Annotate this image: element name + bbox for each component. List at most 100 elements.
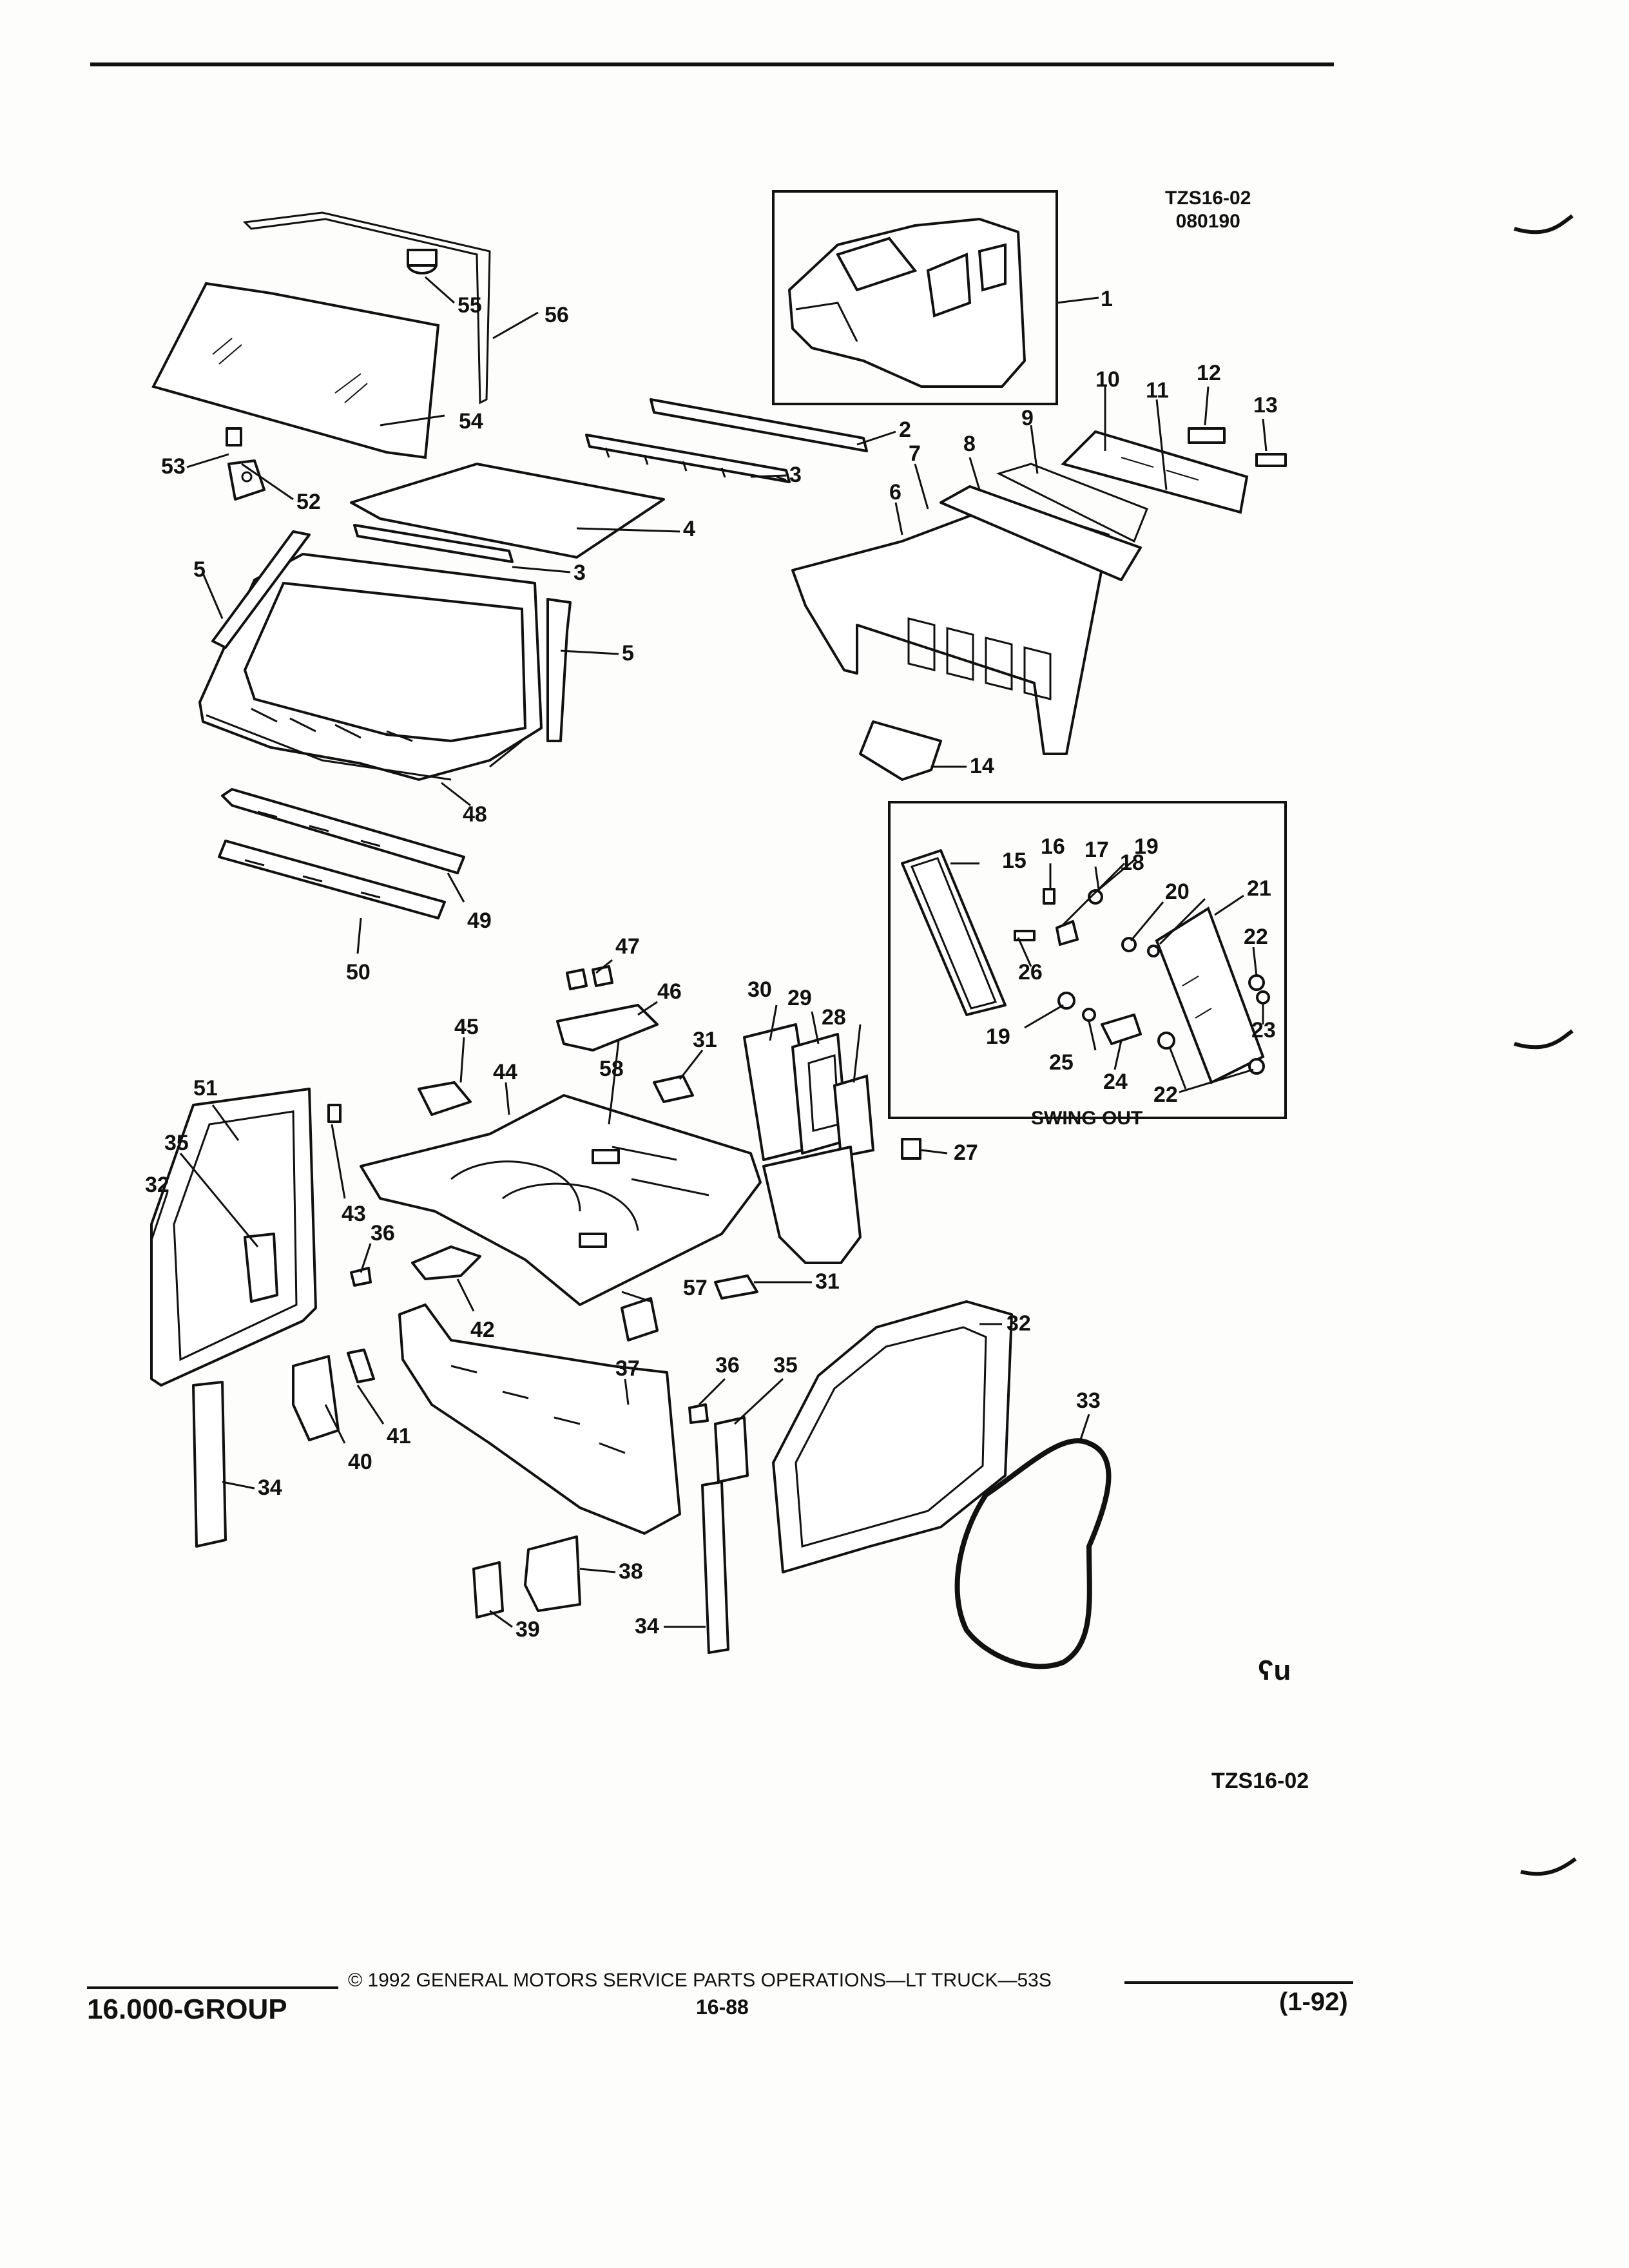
cab-assembly-drawing (788, 218, 1026, 388)
callout-44: 44 (493, 1060, 517, 1084)
callout-26: 26 (1018, 960, 1043, 985)
bracket-31-upper (653, 1075, 694, 1103)
callout-54: 54 (459, 409, 483, 434)
callout-5-right: 5 (622, 641, 634, 666)
callout-51: 51 (193, 1076, 218, 1100)
callout-31-lower: 31 (815, 1269, 840, 1294)
plate-42 (411, 1245, 481, 1280)
swing-out-inset-box (888, 801, 1287, 1119)
publisher-logo: ʕu (1258, 1655, 1291, 1686)
rear-quarter-inner (762, 1146, 862, 1264)
callout-31-upper: 31 (693, 1028, 717, 1052)
group-number: 16.000-GROUP (87, 1994, 287, 2025)
callout-29: 29 (787, 986, 812, 1010)
hinge-hardware-16-20 (1014, 888, 1160, 957)
clips-47 (566, 965, 613, 990)
callout-10: 10 (1095, 367, 1120, 392)
roof-rail-2 (650, 398, 868, 452)
bracket-52 (227, 459, 265, 501)
callout-28: 28 (822, 1005, 846, 1030)
floor-pan-44 (360, 1094, 762, 1306)
rear-window-seal-9 (996, 463, 1148, 543)
callout-labels: 1 2 3 4 3 5 5 6 7 8 9 10 11 12 13 14 15 … (145, 287, 1278, 1642)
a-pillar-5-right (546, 598, 572, 742)
callout-20: 20 (1165, 879, 1190, 904)
bracket-14 (859, 720, 942, 781)
nut-53 (226, 427, 242, 447)
callout-6: 6 (889, 480, 901, 505)
callout-7: 7 (909, 441, 921, 466)
callout-23: 23 (1251, 1018, 1276, 1043)
callout-36-right: 36 (715, 1353, 740, 1378)
bracket-31-lower (714, 1274, 758, 1300)
figure-code: TZS16-02 (1165, 187, 1251, 209)
callout-57: 57 (683, 1276, 708, 1300)
edge-mark-2 (1514, 1029, 1574, 1050)
callout-2: 2 (899, 418, 911, 442)
bumper-27 (901, 1138, 921, 1160)
copyright-line: © 1992 GENERAL MOTORS SERVICE PARTS OPER… (348, 1970, 1052, 1991)
corner-window-28 (833, 1074, 875, 1158)
roof-panel-4 (350, 463, 665, 559)
swing-out-glass-21 (1155, 907, 1265, 1084)
callout-17: 17 (1084, 838, 1109, 862)
support-45 (418, 1081, 472, 1116)
cab-inset-box (772, 190, 1058, 405)
bracket-57 (621, 1297, 659, 1341)
callout-45: 45 (454, 1015, 479, 1039)
callout-48: 48 (463, 802, 487, 827)
pillar-34-right (701, 1481, 729, 1654)
callout-18: 18 (1120, 850, 1144, 875)
callout-19-lower: 19 (986, 1024, 1010, 1049)
bracket-40 (292, 1355, 340, 1441)
swing-out-label: SWING OUT (1031, 1108, 1142, 1129)
callout-24: 24 (1103, 1070, 1128, 1094)
window-latch-12 (1188, 427, 1226, 444)
callout-32-left: 32 (145, 1173, 169, 1197)
callout-56: 56 (545, 303, 569, 327)
callout-21: 21 (1247, 876, 1271, 901)
callout-58: 58 (599, 1057, 624, 1081)
insulator-38 (524, 1535, 581, 1612)
dash-panel-37 (398, 1303, 681, 1535)
callout-33: 33 (1076, 1389, 1101, 1413)
sliding-window-10 (1061, 430, 1249, 514)
tray-46 (556, 1004, 659, 1052)
windshield-frame-48 (198, 553, 543, 781)
callout-42: 42 (470, 1318, 495, 1342)
callout-43: 43 (342, 1202, 366, 1226)
roof-bow-3-lower (353, 524, 514, 563)
callout-49: 49 (467, 908, 492, 933)
edge-mark-1 (1514, 214, 1574, 235)
callout-5-left: 5 (193, 557, 206, 582)
callout-55: 55 (458, 293, 482, 318)
callout-4: 4 (683, 517, 695, 541)
callout-35-left: 35 (164, 1131, 189, 1155)
window-seal-15 (901, 849, 1007, 1016)
leader-lines (150, 276, 1268, 1628)
callout-52: 52 (296, 490, 321, 514)
callout-25: 25 (1049, 1050, 1074, 1075)
hinge-pillar-35-right (714, 1416, 749, 1483)
windshield-molding-56 (242, 211, 491, 405)
callout-8: 8 (963, 432, 976, 456)
molding-clip-55 (407, 249, 438, 274)
swing-out-caption: SWING OUT (889, 1108, 1286, 1129)
callout-37: 37 (615, 1356, 640, 1381)
door-frame-32-left (150, 1088, 317, 1387)
cowl-panel-49 (221, 788, 465, 874)
callout-1: 1 (1101, 287, 1113, 311)
figure-date: 080190 (1175, 211, 1240, 232)
windshield-glass-54 (151, 282, 440, 459)
insulator-39 (472, 1561, 504, 1619)
callout-11: 11 (1146, 378, 1169, 403)
callout-41: 41 (387, 1424, 411, 1448)
callout-34-left: 34 (258, 1475, 282, 1500)
callout-38: 38 (619, 1559, 643, 1584)
callout-32-right: 32 (1007, 1311, 1031, 1336)
figure-code-block: TZS16-02 080190 (1165, 187, 1251, 233)
callout-12: 12 (1197, 361, 1221, 385)
callout-35-right: 35 (773, 1353, 798, 1378)
